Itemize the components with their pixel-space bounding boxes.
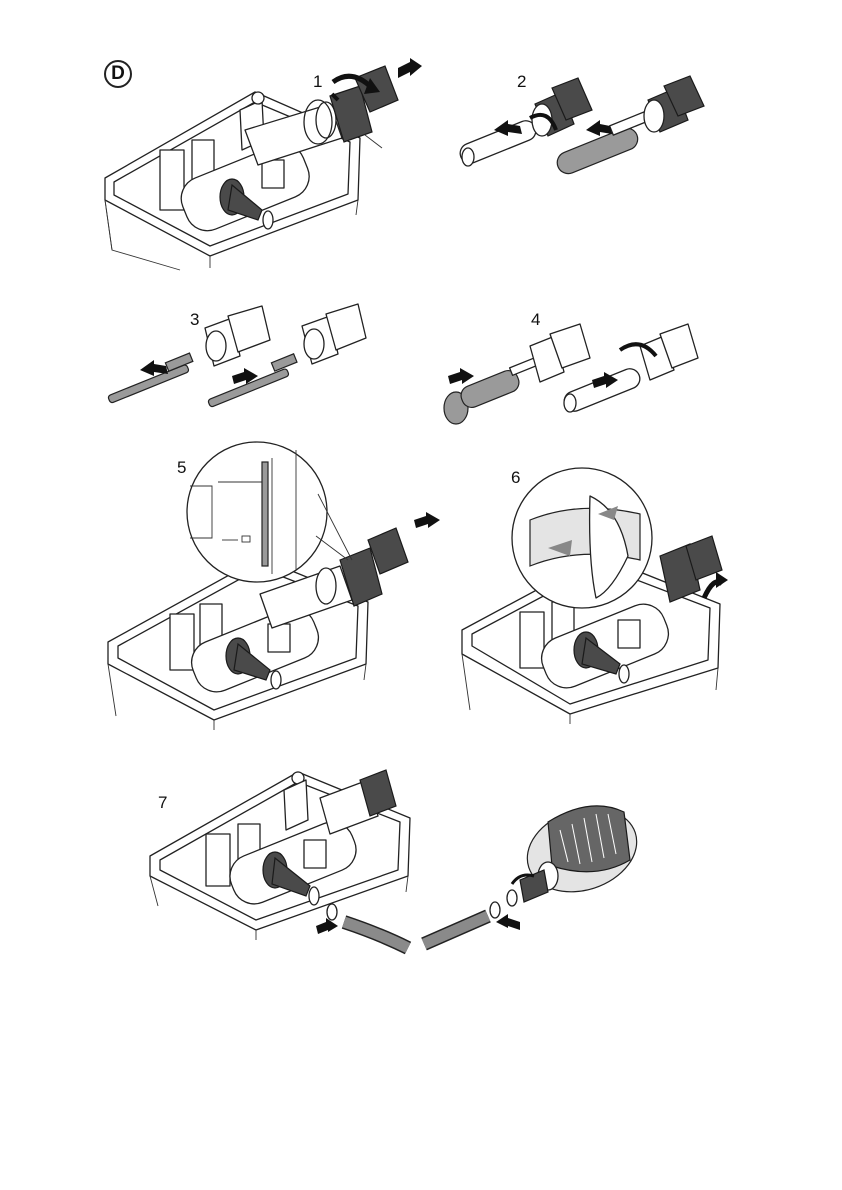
step-5-detail-magnifier (187, 442, 352, 582)
step-7-hose-clamp-right (490, 902, 500, 918)
step-7-push-arrow-left-icon (316, 918, 338, 934)
step-2-pull-arrow-right-icon (586, 120, 612, 136)
step-7-pond-pump (507, 795, 648, 906)
step-4-push-arrow-left-icon (448, 368, 474, 384)
step-7-hose-clamp-left (327, 904, 337, 920)
step-7-hose (344, 916, 488, 948)
step-5-push-arrow-icon (414, 512, 440, 528)
step-6-detail-magnifier (512, 468, 652, 608)
step-7-push-arrow-right-icon (496, 914, 520, 930)
step-1-pull-arrow-icon (398, 58, 422, 78)
step-7-filter-box (150, 770, 410, 940)
step-6-arrow-head-icon (716, 572, 728, 588)
